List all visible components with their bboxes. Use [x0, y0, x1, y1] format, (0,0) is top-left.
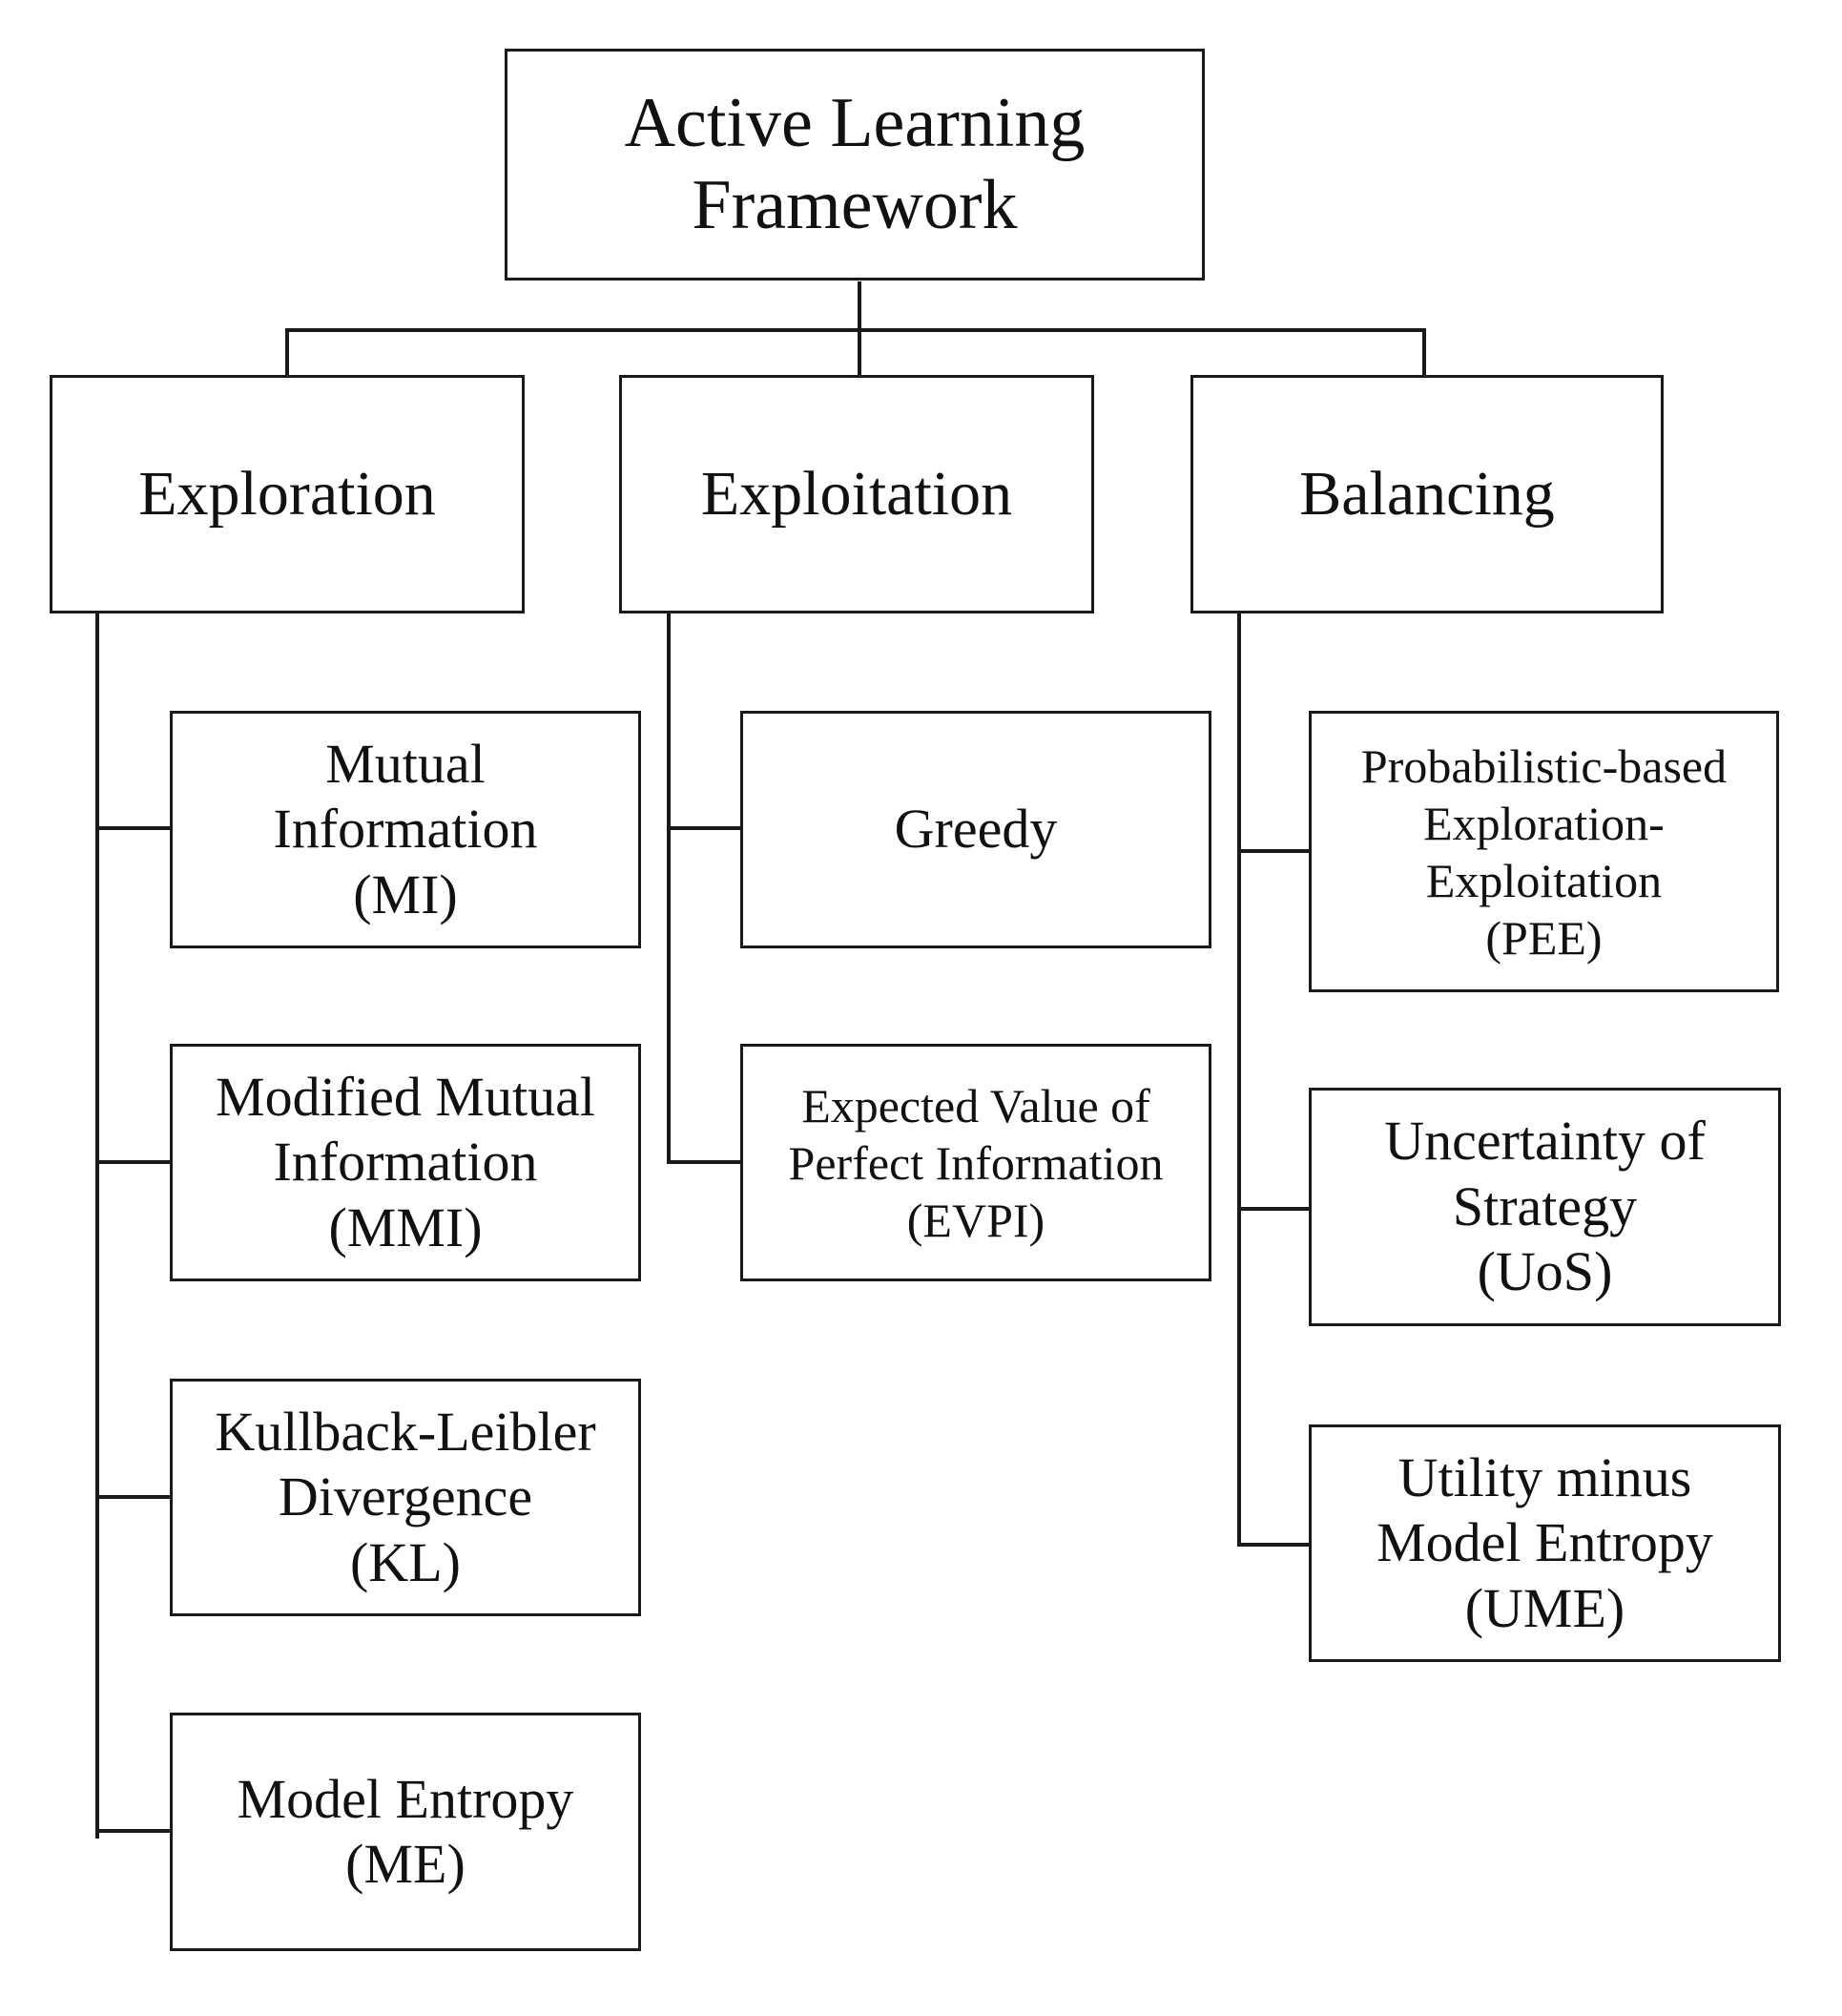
connector-exploitation-drop	[858, 328, 861, 378]
method-label: Greedy	[894, 798, 1058, 861]
connector-exploration-drop	[285, 328, 289, 378]
connector-exploration-branch-me	[95, 1829, 172, 1833]
connector-exploitation-branch-greedy	[667, 826, 743, 830]
connector-balancing-branch-uos	[1237, 1207, 1314, 1211]
connector-exploration-branch-mmi	[95, 1160, 172, 1164]
connector-root-stem	[858, 281, 861, 331]
category-label: Exploration	[138, 458, 436, 529]
method-me: Model Entropy(ME)	[170, 1713, 641, 1951]
connector-balancing-branch-ume	[1237, 1543, 1314, 1547]
connector-balancing-spine	[1237, 613, 1241, 1547]
category-exploration: Exploration	[50, 375, 525, 613]
method-greedy: Greedy	[740, 711, 1211, 948]
category-label: Exploitation	[700, 458, 1013, 529]
connector-exploitation-spine	[667, 613, 671, 1164]
category-balancing: Balancing	[1190, 375, 1664, 613]
connector-root-bus	[285, 328, 1424, 332]
connector-exploration-spine	[95, 613, 99, 1839]
connector-balancing-drop	[1422, 328, 1426, 378]
category-exploitation: Exploitation	[619, 375, 1094, 613]
connector-exploration-branch-kl	[95, 1495, 172, 1499]
category-label: Balancing	[1299, 458, 1555, 529]
method-label: Model Entropy(ME)	[237, 1767, 574, 1895]
connector-exploration-branch-mi	[95, 826, 172, 830]
connector-balancing-branch-pee	[1237, 849, 1314, 853]
connector-exploitation-branch-evpi	[667, 1160, 743, 1164]
